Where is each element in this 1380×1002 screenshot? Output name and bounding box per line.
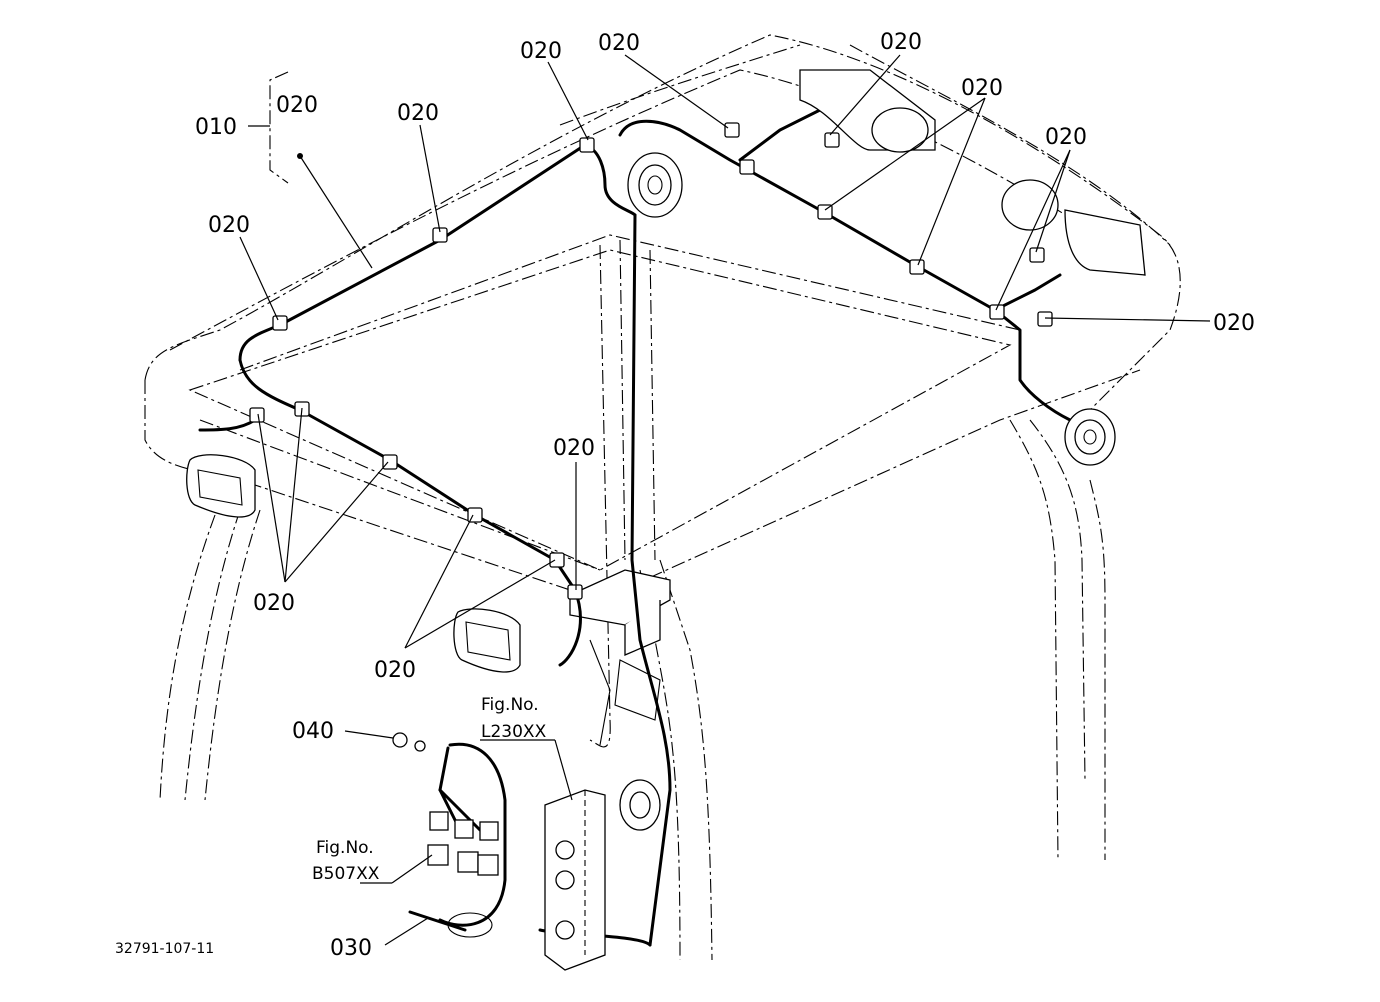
clamp bbox=[817, 204, 833, 220]
callout-clamp-020: 020 bbox=[276, 93, 318, 118]
horn-right bbox=[1064, 408, 1116, 466]
clamp bbox=[989, 304, 1005, 320]
clamp bbox=[382, 454, 398, 470]
clamp bbox=[824, 132, 840, 148]
callout-clamp-020: 020 bbox=[1213, 311, 1255, 336]
work-light-front-left bbox=[186, 454, 256, 518]
work-light-rear-left bbox=[799, 69, 936, 153]
callout-clamp-020: 020 bbox=[961, 76, 1003, 101]
clamp bbox=[724, 122, 740, 138]
clamp bbox=[432, 227, 448, 243]
callout-clamp-020: 020 bbox=[208, 213, 250, 238]
clamp bbox=[567, 584, 583, 600]
leader-lines bbox=[239, 54, 1211, 946]
figure-ref-label: Fig.No. bbox=[481, 695, 539, 715]
callout-clamp-020: 020 bbox=[553, 436, 595, 461]
figure-ref-label: Fig.No. bbox=[316, 838, 374, 858]
callout-clamp-020: 020 bbox=[253, 591, 295, 616]
callout-clamp-020: 020 bbox=[397, 101, 439, 126]
callout-clamp-020: 020 bbox=[1045, 125, 1087, 150]
work-light-front-right bbox=[453, 608, 521, 673]
drawing-number: 32791-107-11 bbox=[115, 941, 214, 957]
relay-block bbox=[427, 811, 499, 876]
clamp bbox=[739, 159, 755, 175]
bolt bbox=[392, 732, 426, 752]
figure-ref-number[interactable]: B507XX bbox=[312, 864, 380, 884]
callout-clamp-020: 020 bbox=[598, 31, 640, 56]
callout-clamp-020: 020 bbox=[880, 30, 922, 55]
callout-labels: 010 020 020 020 020 020 020 020 020 020 … bbox=[195, 30, 1255, 961]
clamp bbox=[549, 552, 565, 568]
roof-outline bbox=[144, 34, 1181, 601]
callout-clamp-020: 020 bbox=[374, 658, 416, 683]
assembly-bracket bbox=[248, 71, 373, 269]
callout-tie-030: 030 bbox=[330, 936, 372, 961]
figure-ref-b507xx[interactable]: Fig.No. B507XX bbox=[312, 838, 380, 884]
horn-rear bbox=[627, 152, 683, 218]
callout-bolt-040: 040 bbox=[292, 719, 334, 744]
post-bracket bbox=[569, 569, 671, 746]
callout-clamp-020: 020 bbox=[520, 39, 562, 64]
figure-ref-number[interactable]: L230XX bbox=[481, 722, 547, 742]
clamp bbox=[272, 315, 288, 331]
work-light-rear-right bbox=[1001, 179, 1146, 276]
fuse-panel bbox=[544, 779, 661, 971]
figure-ref-l230xx[interactable]: Fig.No. L230XX bbox=[481, 695, 547, 742]
cab-posts bbox=[159, 239, 1106, 961]
clamp bbox=[1037, 311, 1053, 327]
cable-tie bbox=[408, 910, 493, 938]
clamp bbox=[579, 137, 595, 153]
clamp bbox=[249, 407, 265, 423]
clamp bbox=[909, 259, 925, 275]
callout-assembly-010: 010 bbox=[195, 115, 237, 140]
